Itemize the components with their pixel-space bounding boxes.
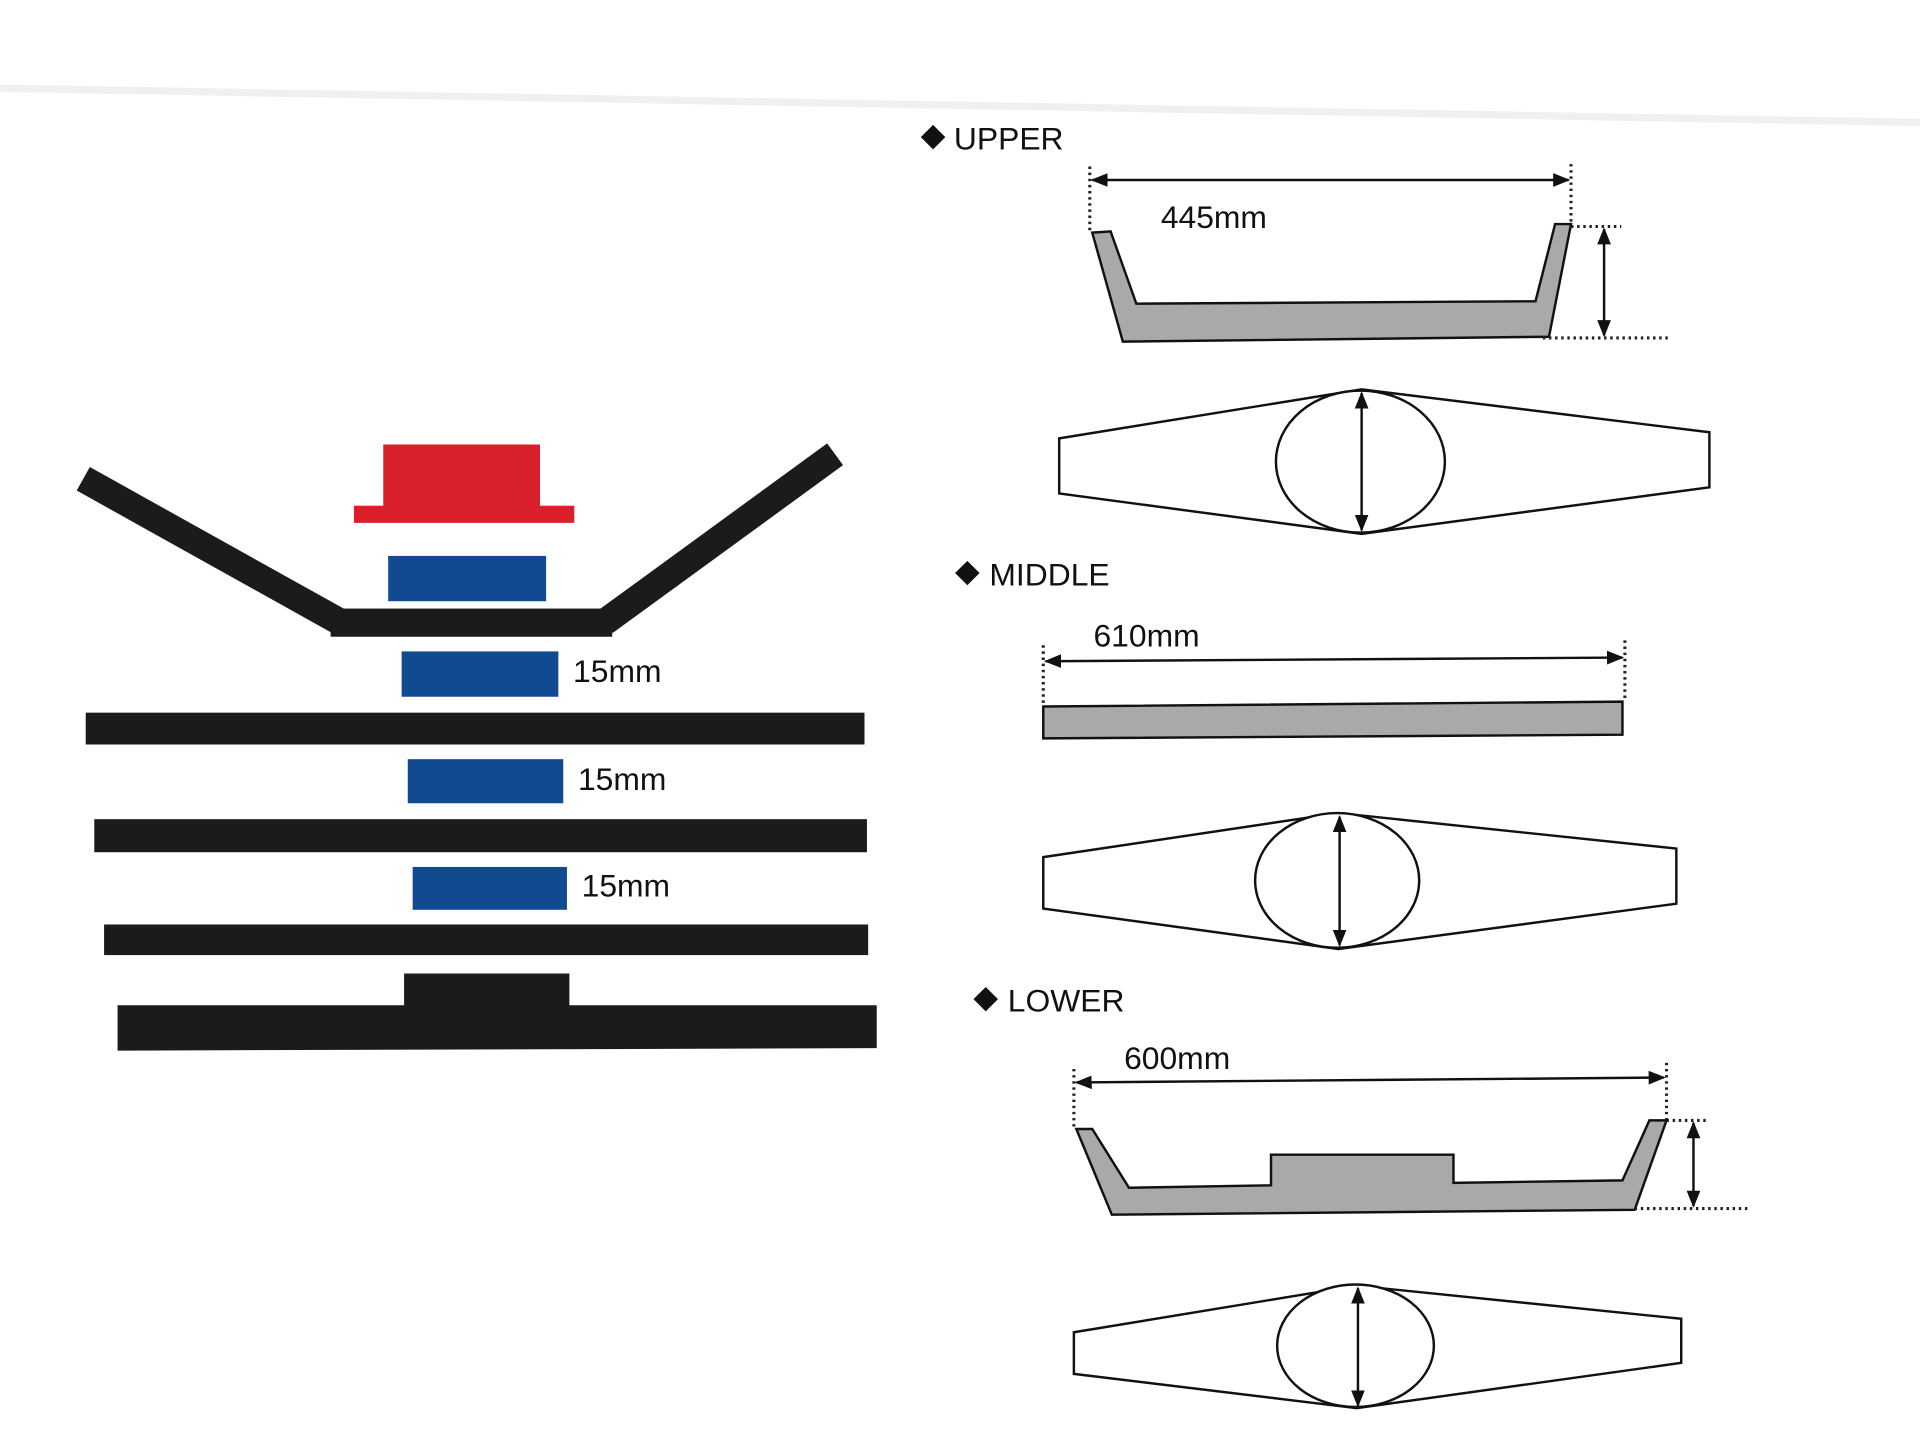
upper-roller-profile [1090,222,1573,343]
section-upper: UPPER 445mm [920,120,1711,536]
section-lower: LOWER 600mm [973,982,1749,1410]
width-label-middle: 610mm [1093,618,1199,654]
red-block-flange [353,505,575,523]
middle-roller-circle [1253,811,1421,949]
lower-base-plate [117,973,877,1051]
width-arrow-middle [1044,650,1625,668]
middle-roller-profile [1042,700,1624,740]
stack-assembly: 15mm 15mm 15mm [76,443,877,1051]
spacer-label-2: 15mm [578,761,666,797]
section-middle: MIDDLE 610mm [955,556,1678,951]
width-label-upper: 445mm [1161,199,1267,235]
trough-left-arm [76,467,345,633]
lower-roller-circle [1275,1283,1436,1409]
spacer-label-3: 15mm [582,867,670,903]
middle-plate-1 [85,712,865,745]
width-arrow-lower [1074,1070,1666,1090]
spacer-label-1: 15mm [573,653,661,689]
scan-edge-shadow [0,84,1920,127]
blue-spacer-4 [412,866,567,910]
blue-spacer-2 [401,651,559,697]
blue-spacer-1 [388,555,547,602]
section-title-middle: MIDDLE [989,556,1109,592]
blue-spacer-3 [407,759,564,804]
diamond-icon [955,560,980,586]
middle-plate-3 [104,924,869,956]
red-block-top [383,444,540,511]
diamond-icon [920,124,946,150]
trough-right-arm [596,443,844,633]
trough-base-plate [330,608,613,637]
diamond-icon [973,986,998,1012]
section-title-upper: UPPER [954,120,1064,156]
middle-plate-2 [94,819,867,853]
section-title-lower: LOWER [1008,982,1125,1018]
lower-roller-profile [1074,1119,1669,1216]
width-label-lower: 600mm [1124,1040,1230,1076]
